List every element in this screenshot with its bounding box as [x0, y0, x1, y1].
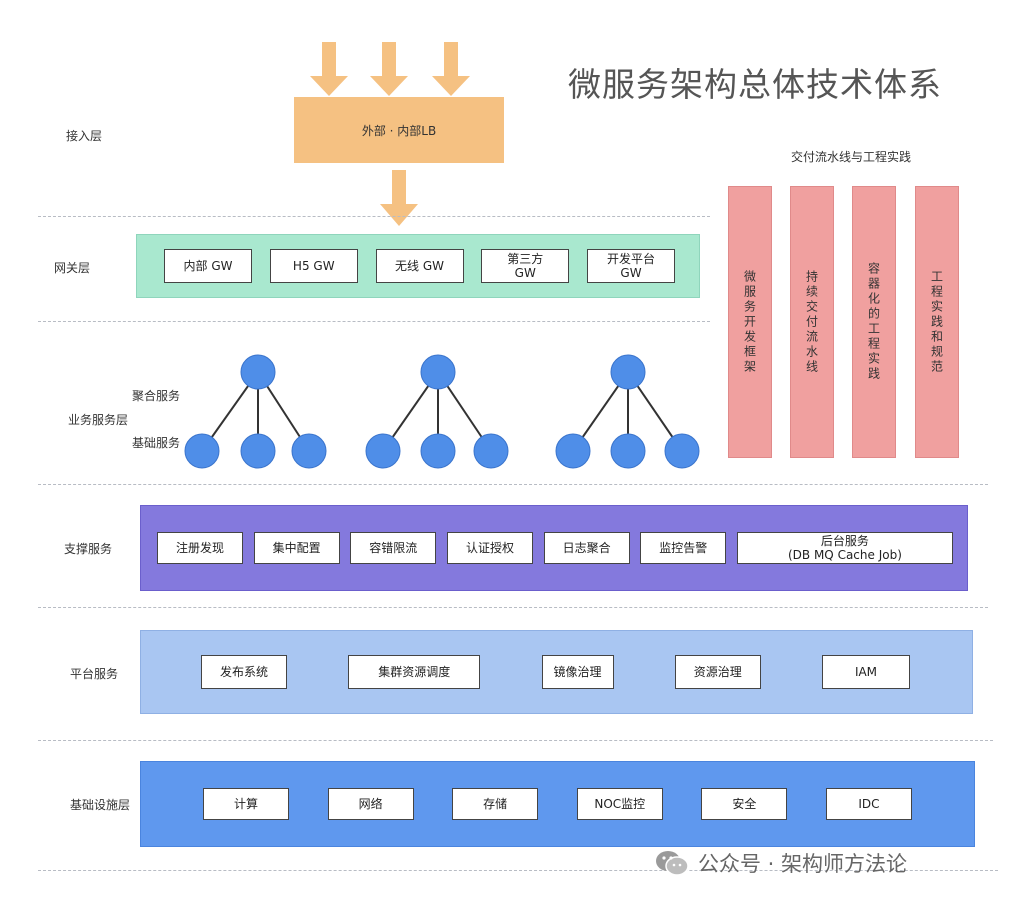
support-box-registry: 注册发现 — [157, 532, 243, 564]
arrow-in-3-icon — [432, 42, 470, 96]
pillar-cd-pipeline: 持续交付流水线 — [790, 186, 834, 458]
pillar-engineering-standards: 工程实践和规范 — [915, 186, 959, 458]
infra-box-storage: 存储 — [452, 788, 539, 820]
tree-node-aggregate — [240, 354, 276, 390]
layer-label-infra: 基础设施层 — [69, 798, 130, 812]
infra-box-network: 网络 — [327, 788, 414, 820]
tree-node-aggregate — [420, 354, 456, 390]
wechat-icon — [656, 851, 689, 876]
tree-node-basic — [664, 433, 700, 469]
divider — [38, 740, 993, 741]
gw-box-dev-platform: 开发平台 GW — [587, 249, 675, 283]
tree-node-basic — [291, 433, 327, 469]
gw-box-third-party: 第三方 GW — [481, 249, 570, 283]
support-box-fault-tolerance: 容错限流 — [350, 532, 437, 564]
divider — [38, 484, 988, 485]
infra-band: 计算 网络 存储 NOC监控 安全 IDC — [140, 761, 975, 847]
gw-box-h5: H5 GW — [269, 249, 358, 283]
tree-node-basic — [610, 433, 646, 469]
layer-label-gateway: 网关层 — [53, 261, 90, 275]
support-band: 注册发现 集中配置 容错限流 认证授权 日志聚合 监控告警 后台服务 (DB M… — [140, 505, 968, 591]
divider — [38, 870, 998, 871]
arrows-layer — [310, 42, 470, 226]
layer-label-access: 接入层 — [65, 129, 102, 143]
support-box-backend: 后台服务 (DB MQ Cache Job) — [736, 532, 953, 564]
arrow-in-1-icon — [310, 42, 348, 96]
arrow-down-icon — [380, 170, 418, 226]
arrow-in-2-icon — [370, 42, 408, 96]
service-tree-diagram — [184, 354, 700, 469]
tree-node-basic — [473, 433, 509, 469]
tree-node-basic — [184, 433, 220, 469]
pillar-label: 持续交付流水线 — [804, 269, 819, 375]
pillars-title: 交付流水线与工程实践 — [790, 150, 911, 164]
platform-band: 发布系统 集群资源调度 镜像治理 资源治理 IAM — [140, 630, 973, 714]
watermark-text: 公众号 · 架构师方法论 — [698, 852, 908, 876]
infra-box-idc: IDC — [825, 788, 912, 820]
infra-box-noc: NOC监控 — [576, 788, 663, 820]
support-box-monitoring: 监控告警 — [640, 532, 727, 564]
tree-node-basic — [365, 433, 401, 469]
layer-label-support: 支撑服务 — [63, 542, 112, 556]
pillar-label: 容器化的工程实践 — [866, 262, 881, 382]
support-box-auth: 认证授权 — [446, 532, 533, 564]
support-box-config: 集中配置 — [253, 532, 340, 564]
watermark: 公众号 · 架构师方法论 — [654, 848, 907, 878]
pillar-label: 微服务开发框架 — [742, 269, 757, 375]
platform-box-release: 发布系统 — [201, 655, 287, 689]
infra-box-security: 安全 — [701, 788, 788, 820]
pillar-label: 工程实践和规范 — [929, 269, 944, 375]
layer-label-platform: 平台服务 — [69, 667, 118, 681]
pillar-container-practice: 容器化的工程实践 — [852, 186, 896, 458]
gw-box-internal: 内部 GW — [164, 249, 252, 283]
layer-label-business: 业务服务层 — [67, 413, 128, 427]
infra-box-compute: 计算 — [203, 788, 289, 820]
support-box-logging: 日志聚合 — [543, 532, 630, 564]
platform-box-iam: IAM — [822, 655, 910, 689]
platform-box-resource: 资源治理 — [674, 655, 761, 689]
platform-box-image: 镜像治理 — [541, 655, 614, 689]
divider — [38, 607, 988, 608]
tree-node-aggregate — [610, 354, 646, 390]
lb-box: 外部 · 内部LB — [294, 97, 504, 163]
divider — [38, 321, 710, 322]
platform-box-scheduling: 集群资源调度 — [348, 655, 481, 689]
tree-label-basic: 基础服务 — [131, 436, 180, 450]
gateway-band: 内部 GW H5 GW 无线 GW 第三方 GW 开发平台 GW — [136, 234, 700, 298]
tree-label-aggregate: 聚合服务 — [131, 389, 180, 403]
divider — [38, 216, 710, 217]
tree-node-basic — [240, 433, 276, 469]
pillar-dev-framework: 微服务开发框架 — [728, 186, 772, 458]
tree-node-basic — [555, 433, 591, 469]
page-title: 微服务架构总体技术体系 — [568, 65, 942, 104]
tree-node-basic — [420, 433, 456, 469]
gw-box-wireless: 无线 GW — [375, 249, 464, 283]
